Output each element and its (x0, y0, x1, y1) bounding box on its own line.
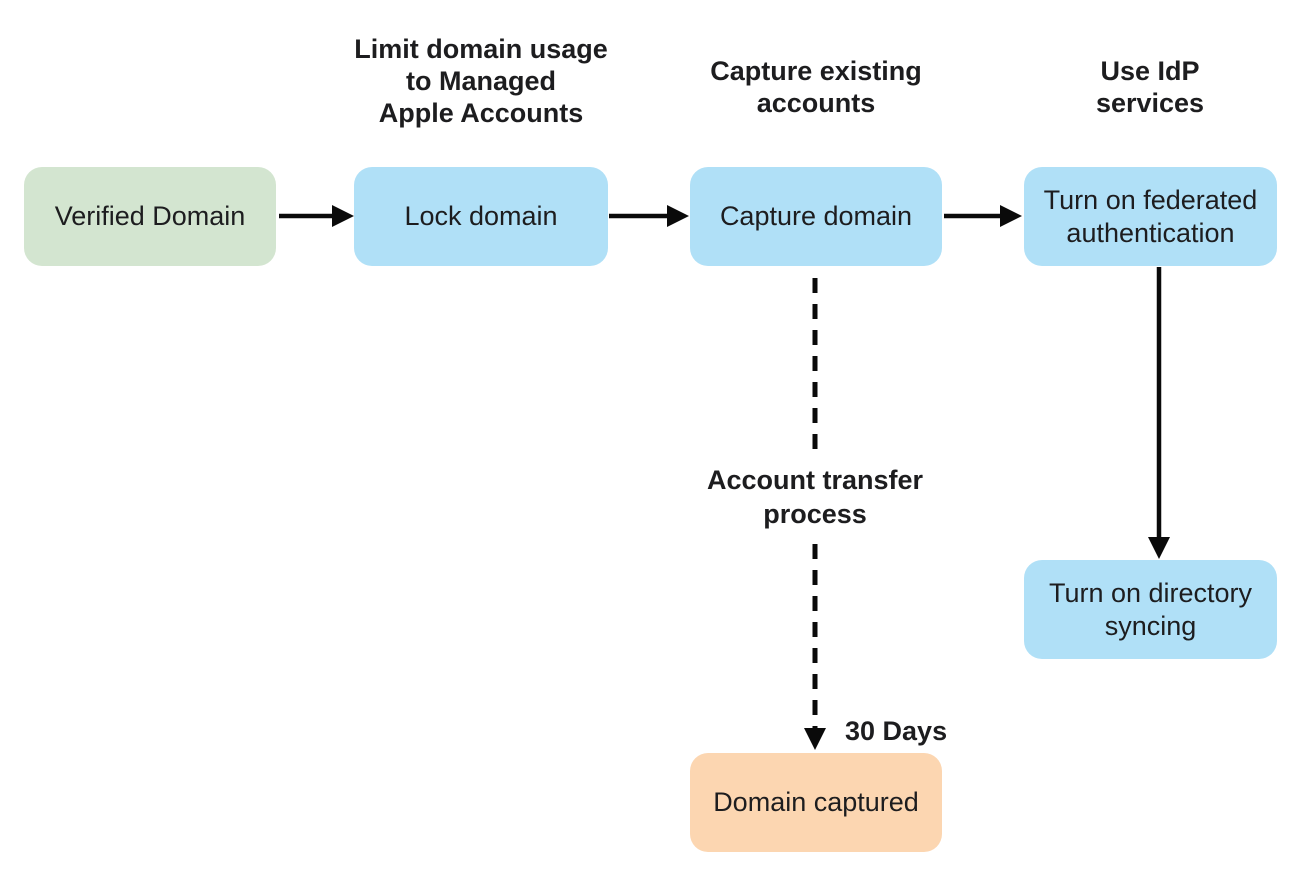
edge-label-30-days: 30 Days (845, 716, 948, 746)
header-capture-existing-accounts: Capture existing accounts (710, 56, 922, 118)
header-use-idp-services: Use IdP services (1095, 56, 1205, 118)
node-turn-on-federated-authentication: Turn on federated authentication (1024, 167, 1277, 266)
node-verified-domain: Verified Domain (24, 167, 276, 266)
arrow-federated-to-directory (1148, 267, 1170, 559)
node-capture-domain: Capture domain (690, 167, 942, 266)
node-lock-domain: Lock domain (354, 167, 608, 266)
arrow-verified-to-lock (279, 205, 354, 227)
node-turn-on-directory-syncing: Turn on directory syncing (1024, 560, 1277, 659)
edge-label-account-transfer-process: Account transfer process (706, 465, 924, 529)
arrow-lock-to-capture (609, 205, 689, 227)
node-domain-captured: Domain captured (690, 753, 942, 852)
arrow-capture-to-federated (944, 205, 1022, 227)
header-limit-domain-usage: Limit domain usage to Managed Apple Acco… (354, 34, 608, 128)
